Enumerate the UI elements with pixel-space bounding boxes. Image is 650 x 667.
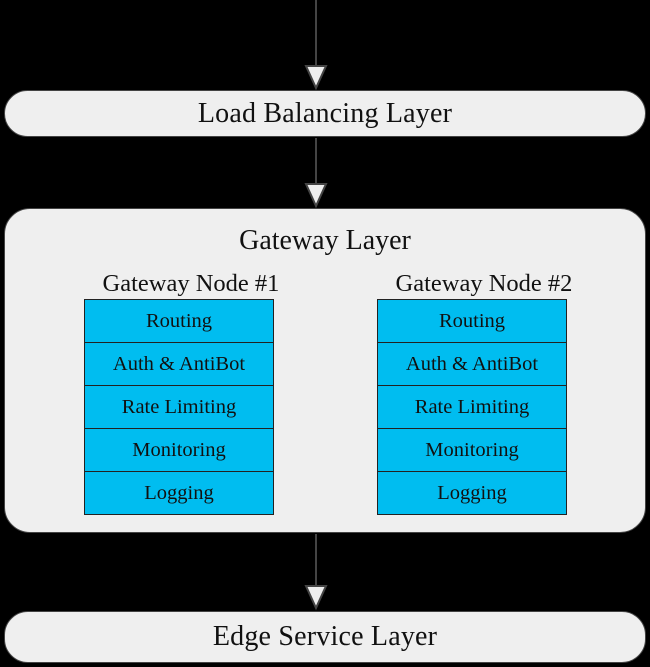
arrowhead-gateway-to-edge [304,585,328,611]
function-routing: Routing [85,300,273,342]
function-routing: Routing [378,300,566,342]
gateway-node-2: Gateway Node #2 Routing Auth & AntiBot R… [369,269,599,515]
edge-service-layer: Edge Service Layer [4,611,646,663]
gateway-layer: Gateway Layer Gateway Node #1 Routing Au… [4,208,646,533]
gateway-layer-label: Gateway Layer [239,225,411,256]
load-balancing-layer: Load Balancing Layer [4,90,646,137]
gateway-node-1-title: Gateway Node #1 [102,270,280,297]
gateway-node-2-title: Gateway Node #2 [395,270,573,297]
arrowhead-lb-to-gateway [304,183,328,209]
gateway-node-2-functions: Routing Auth & AntiBot Rate Limiting Mon… [377,299,567,515]
function-rate-limiting: Rate Limiting [85,385,273,428]
function-rate-limiting: Rate Limiting [378,385,566,428]
gateway-node-1-functions: Routing Auth & AntiBot Rate Limiting Mon… [84,299,274,515]
function-auth-antibot: Auth & AntiBot [378,342,566,385]
function-monitoring: Monitoring [378,428,566,471]
load-balancing-layer-label: Load Balancing Layer [197,97,453,129]
edge-service-layer-label: Edge Service Layer [212,621,438,652]
function-logging: Logging [85,471,273,514]
gateway-node-1: Gateway Node #1 Routing Auth & AntiBot R… [76,269,306,515]
arrowhead-incoming [304,65,328,91]
function-auth-antibot: Auth & AntiBot [85,342,273,385]
function-logging: Logging [378,471,566,514]
function-monitoring: Monitoring [85,428,273,471]
